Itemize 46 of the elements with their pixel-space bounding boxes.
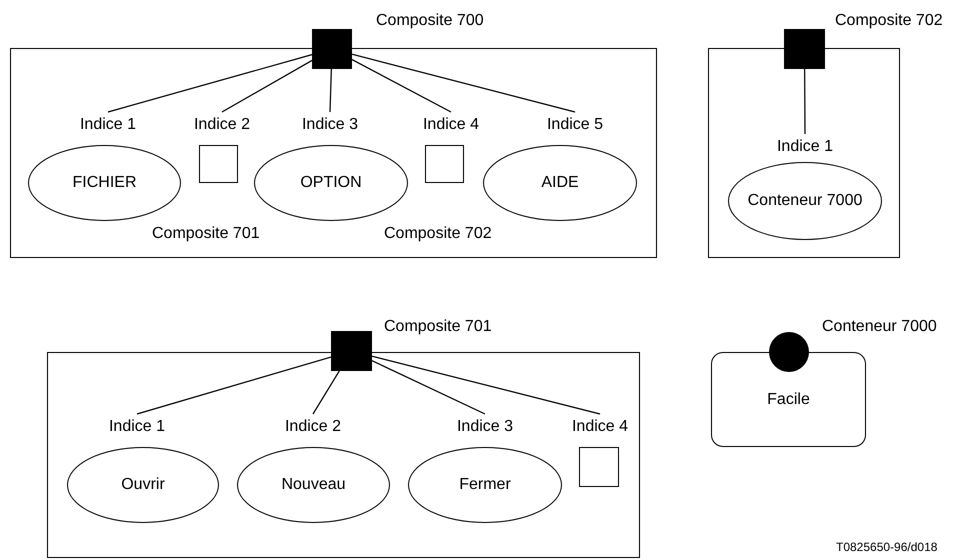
index-label: Indice 2 bbox=[194, 115, 250, 135]
component-label: Composite 701 bbox=[384, 318, 492, 336]
component-label: Conteneur 7000 bbox=[822, 318, 937, 336]
empty-square bbox=[425, 145, 464, 183]
container-frame bbox=[708, 48, 900, 258]
index-label: Indice 1 bbox=[80, 115, 136, 135]
filled-square bbox=[784, 29, 825, 69]
index-label: Indice 5 bbox=[546, 115, 604, 135]
node-label: Ouvrir bbox=[121, 475, 165, 495]
filled-circle bbox=[769, 332, 809, 372]
rounded-box bbox=[711, 352, 866, 447]
connector-line bbox=[312, 370, 340, 414]
container-frame bbox=[10, 48, 657, 258]
component-label: Composite 702 bbox=[835, 12, 943, 30]
index-label: Indice 1 bbox=[776, 137, 834, 157]
component-label: Composite 700 bbox=[376, 12, 484, 30]
filled-square bbox=[312, 29, 352, 69]
index-label: Indice 1 bbox=[108, 417, 166, 437]
connector-line bbox=[352, 54, 576, 113]
figure-code: Composite 702 bbox=[384, 225, 492, 243]
index-label: Indice 4 bbox=[572, 417, 628, 437]
node-label: Conteneur 7000 bbox=[748, 191, 862, 211]
figure-code: T0825650-96/d018 bbox=[836, 540, 938, 554]
node-label: FICHIER bbox=[72, 173, 136, 193]
index-label: Indice 3 bbox=[302, 115, 358, 135]
empty-square bbox=[199, 145, 238, 183]
connector-line bbox=[352, 59, 452, 113]
container-frame bbox=[47, 352, 640, 558]
filled-square bbox=[331, 331, 372, 371]
connector-line bbox=[372, 360, 486, 415]
connector-line bbox=[108, 54, 312, 113]
connector-line bbox=[372, 356, 600, 415]
connector-line bbox=[136, 356, 332, 415]
node-label: Facile bbox=[767, 390, 810, 410]
node-label: AIDE bbox=[541, 173, 579, 193]
connector-line bbox=[329, 68, 332, 112]
index-label: Indice 3 bbox=[456, 417, 514, 437]
index-label: Indice 4 bbox=[422, 115, 480, 135]
empty-square bbox=[579, 447, 619, 487]
index-label: Indice 2 bbox=[284, 417, 342, 437]
connector-line bbox=[804, 69, 806, 134]
connector-line bbox=[222, 60, 312, 113]
figure-code: Composite 701 bbox=[152, 225, 260, 243]
node-label: Nouveau bbox=[281, 475, 346, 495]
node-label: OPTION bbox=[300, 173, 362, 193]
node-label: Fermer bbox=[459, 475, 511, 495]
